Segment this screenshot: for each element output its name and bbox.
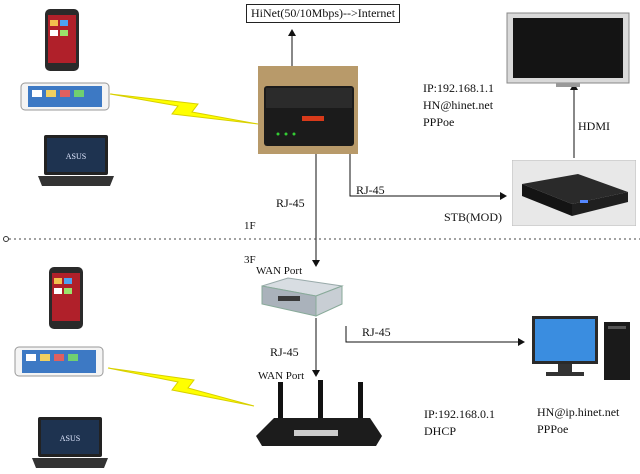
modem-ip-label: IP:192.168.1.1 — [423, 81, 495, 95]
modem-to-stb-line — [349, 152, 507, 200]
switch-to-pc-line — [345, 326, 525, 346]
network-switch-icon — [261, 277, 344, 317]
hdmi-label: HDMI — [578, 119, 610, 133]
internet-box: HiNet(50/10Mbps)-->Internet — [246, 4, 401, 23]
desktop-pc-icon — [532, 316, 630, 380]
tablet-icon — [14, 346, 104, 377]
switch-to-router-label: RJ-45 — [270, 345, 299, 359]
router-ip-label: IP:192.168.0.1 — [424, 407, 496, 421]
modem-protocol-label: PPPoe — [423, 115, 455, 129]
pc-account-label: HN@ip.hinet.net — [537, 405, 620, 419]
set-top-box-icon — [512, 160, 636, 226]
floor-1f-label: 1F — [244, 220, 256, 232]
modem-to-switch-label: RJ-45 — [276, 196, 305, 210]
wireless-bolt-icon — [107, 367, 255, 407]
tablet-icon — [20, 82, 110, 111]
svg-text:ASUS: ASUS — [66, 152, 86, 161]
router-wan-port-label: WAN Port — [258, 370, 305, 382]
modem-to-stb-label: RJ-45 — [356, 183, 385, 197]
laptop-icon: ASUS — [32, 417, 108, 468]
router-mode-label: DHCP — [424, 424, 457, 438]
adsl-modem-icon — [258, 66, 358, 154]
smartphone-icon — [45, 9, 79, 71]
wireless-bolt-icon — [109, 93, 259, 125]
stb-label: STB(MOD) — [444, 210, 503, 224]
switch-wan-port-label: WAN Port — [256, 265, 303, 277]
switch-to-pc-label: RJ-45 — [362, 325, 391, 339]
smartphone-icon — [49, 267, 83, 329]
flat-tv-icon — [506, 12, 630, 87]
pc-protocol-label: PPPoe — [537, 422, 569, 436]
laptop-icon: ASUS — [38, 135, 114, 186]
floor-3f-label: 3F — [244, 254, 256, 266]
modem-account-label: HN@hinet.net — [423, 98, 494, 112]
wifi-router-icon — [256, 380, 382, 446]
svg-text:ASUS: ASUS — [60, 434, 80, 443]
divider-endpoint — [3, 236, 9, 242]
